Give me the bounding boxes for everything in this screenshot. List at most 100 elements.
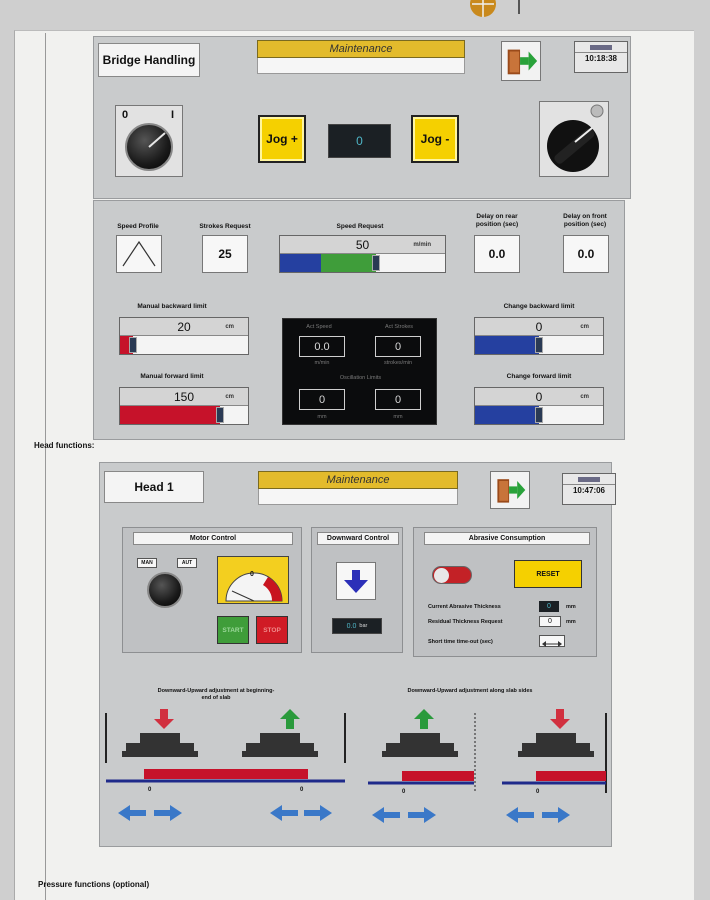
- head-exit-button[interactable]: [490, 471, 530, 509]
- act-strokes-label: Act Strokes: [384, 324, 414, 330]
- act-strokes-unit: strokes/min: [383, 360, 413, 366]
- osc-right-unit: mm: [393, 414, 403, 420]
- change-forward-thumb[interactable]: [535, 407, 543, 423]
- zero-label-1: 0: [148, 787, 152, 793]
- adjustment-diagram: [105, 709, 607, 823]
- short-time-field[interactable]: [539, 635, 565, 647]
- residual-thickness-label: Residual Thickness Request: [428, 619, 503, 625]
- arrow-right-icon: [154, 805, 182, 821]
- zero-label-2: 0: [300, 787, 304, 793]
- bridge-settings-panel: Speed Profile Strokes Request 25 Speed R…: [93, 200, 625, 440]
- change-backward-label: Change backward limit: [503, 303, 575, 310]
- logo-divider: [518, 0, 520, 14]
- reset-button[interactable]: RESET: [514, 560, 582, 588]
- jog-plus-button[interactable]: Jog +: [258, 115, 306, 163]
- manual-forward-thumb[interactable]: [215, 407, 224, 423]
- act-strokes-value: 0: [375, 336, 421, 357]
- current-thickness-value: 0: [539, 601, 559, 612]
- selector-off-label: 0: [122, 109, 129, 121]
- change-forward-value: 0: [535, 389, 543, 404]
- slab-bar: [536, 771, 606, 781]
- motor-control-panel: Motor Control MAN AUT 0 START STOP: [122, 527, 302, 653]
- arrow-down-icon: [344, 570, 368, 593]
- short-time-label: Short time time-out (sec): [428, 639, 493, 645]
- exit-icon: [507, 49, 538, 75]
- speed-profile-label: Speed Profile: [117, 223, 159, 230]
- act-speed-unit: m/min: [314, 360, 330, 366]
- residual-thickness-field[interactable]: 0: [539, 616, 561, 627]
- act-speed-value: 0.0: [299, 336, 345, 357]
- delay-rear-field[interactable]: 0.0: [474, 235, 520, 273]
- abrasive-consumption-panel: Abrasive Consumption RESET Current Abras…: [413, 527, 597, 657]
- head-title: Head 1: [104, 471, 204, 503]
- arrow-up-icon: [414, 709, 434, 729]
- head-message-field: [258, 489, 458, 505]
- speed-profile-button[interactable]: [116, 235, 162, 273]
- selector-indicator-icon: [148, 132, 166, 148]
- bridge-exit-button[interactable]: [501, 41, 541, 81]
- manual-forward-fill: [120, 406, 220, 424]
- downward-control-title: Downward Control: [317, 532, 399, 545]
- speed-request-thumb[interactable]: [371, 255, 380, 271]
- gauge-value: 0: [250, 571, 254, 578]
- current-thickness-unit: mm: [566, 604, 576, 610]
- manual-forward-unit: cm: [225, 393, 234, 400]
- change-backward-unit: cm: [580, 323, 589, 330]
- manual-backward-thumb[interactable]: [128, 337, 137, 353]
- left-selector-switch[interactable]: 0 I: [115, 105, 183, 177]
- strokes-request-label: Strokes Request: [199, 223, 251, 230]
- abrasive-consumption-title: Abrasive Consumption: [424, 532, 590, 545]
- selector-on-label: I: [170, 109, 174, 121]
- manual-forward-slider[interactable]: 150 cm: [119, 387, 249, 425]
- man-aut-selector-knob[interactable]: [147, 572, 183, 608]
- page-margin-line: [45, 33, 46, 900]
- adjust-sides-label: Downward-Upward adjustment along slab si…: [407, 688, 533, 694]
- abrasive-toggle[interactable]: [432, 566, 472, 584]
- head-panel: Head 1 Maintenance 10:47:06 Motor Contro…: [99, 462, 616, 847]
- arrow-down-icon: [550, 709, 570, 729]
- manual-forward-value: 150: [173, 389, 195, 404]
- current-thickness-label: Current Abrasive Thickness: [428, 604, 501, 610]
- delay-front-field[interactable]: 0.0: [563, 235, 609, 273]
- speed-request-label: Speed Request: [336, 223, 384, 230]
- stop-button[interactable]: STOP: [256, 616, 288, 644]
- exit-icon: [497, 479, 526, 503]
- act-speed-label: Act Speed: [306, 324, 332, 330]
- jog-minus-button[interactable]: Jog -: [411, 115, 459, 163]
- oscillation-limits-label: Oscillation Limits: [339, 375, 382, 381]
- motor-gauge: 0: [217, 556, 289, 604]
- bridge-title: Bridge Handling: [98, 43, 200, 77]
- start-button[interactable]: START: [217, 616, 249, 644]
- pressure-functions-heading: Pressure functions (optional): [38, 880, 150, 889]
- downward-pressure-value: 0.0: [346, 622, 357, 630]
- arrow-left-icon: [270, 805, 298, 821]
- bridge-header-panel: Bridge Handling Maintenance 10:18:38 0 I…: [93, 36, 631, 199]
- rotary-selector-icon: [547, 104, 604, 172]
- bridge-clock: 10:18:38: [574, 41, 628, 73]
- arrow-left-icon: [118, 805, 146, 821]
- right-selector-switch[interactable]: [539, 101, 609, 177]
- bridge-date: [575, 42, 627, 52]
- arrow-right-icon: [408, 807, 436, 823]
- change-backward-fill: [475, 336, 539, 354]
- man-label: MAN: [137, 558, 157, 568]
- speed-request-fill-green: [321, 254, 376, 272]
- abrasive-toggle-knob: [434, 568, 449, 583]
- arrow-left-icon: [506, 807, 534, 823]
- bridge-time: 10:18:38: [575, 52, 627, 65]
- strokes-request-field[interactable]: 25: [202, 235, 248, 273]
- arrow-up-icon: [280, 709, 300, 729]
- arrow-right-icon: [304, 805, 332, 821]
- delay-rear-label: Delay on rear position (sec): [475, 213, 519, 228]
- slab-bar: [144, 769, 308, 779]
- triangle-profile-icon: [122, 240, 156, 267]
- head-machine-icon: [122, 733, 594, 757]
- downward-arrow-button[interactable]: [336, 562, 376, 600]
- change-backward-thumb[interactable]: [535, 337, 543, 353]
- bridge-message-field: [257, 58, 465, 74]
